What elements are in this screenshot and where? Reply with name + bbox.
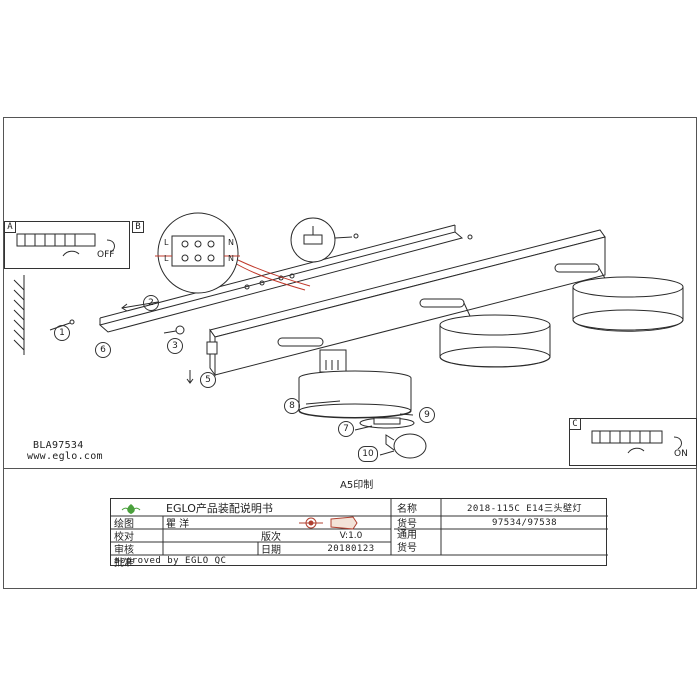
website: www.eglo.com xyxy=(27,451,103,462)
general-label: 通用货号 xyxy=(397,530,417,554)
step-3: 3 xyxy=(167,338,183,354)
step-1-number: 1 xyxy=(59,328,65,338)
callout-a: A xyxy=(4,221,16,233)
lamp-head-3 xyxy=(554,263,684,332)
step-10: 10 xyxy=(358,446,378,462)
print-size-label: A5印制 xyxy=(340,480,374,491)
name-value: 2018-115C E14三头壁灯 xyxy=(467,504,582,514)
title-block: EGLO产品装配说明书 绘图 瞿 洋 校对 审核 批准 版次 V:1.0 日期 … xyxy=(110,498,608,569)
step-3-number: 3 xyxy=(172,341,178,351)
detail-box-off: OFF xyxy=(4,221,130,269)
title-block-grid xyxy=(111,499,608,556)
drawing-sheet xyxy=(3,117,697,589)
terminal-label-n-bottom: N xyxy=(228,254,234,263)
step-2: 2 xyxy=(143,295,159,311)
step-7-number: 7 xyxy=(343,424,349,434)
switch-on-label: ON xyxy=(674,449,688,459)
callout-c: C xyxy=(569,418,581,430)
eglo-logo xyxy=(116,501,146,515)
wall-plug-callout xyxy=(290,217,353,263)
terminal-block-callout xyxy=(155,212,240,294)
terminal-label-l-top: L xyxy=(164,238,169,247)
lamp-head-1 xyxy=(277,337,412,419)
lampholder-ring xyxy=(359,417,415,429)
mounting-bracket xyxy=(98,224,464,333)
step-9-number: 9 xyxy=(424,410,430,420)
step-6-number: 6 xyxy=(100,345,106,355)
row-value-drawing: 瞿 洋 xyxy=(166,519,190,530)
terminal-label-n-top: N xyxy=(228,238,234,247)
row-label-drawing: 绘图 xyxy=(114,519,134,530)
light-bulb xyxy=(385,433,427,459)
detail-box-on: ON xyxy=(569,418,697,466)
eglo-logo-icon xyxy=(121,504,141,514)
step-8-number: 8 xyxy=(289,401,295,411)
row-label-review: 审核 xyxy=(114,545,134,556)
step-2-number: 2 xyxy=(148,298,154,308)
name-label: 名称 xyxy=(397,504,417,515)
row-label-check: 校对 xyxy=(114,532,134,543)
wires xyxy=(232,259,311,291)
item-value: 97534/97538 xyxy=(491,517,558,528)
wall-hatching xyxy=(13,275,25,355)
item-label: 货号 xyxy=(397,519,417,530)
switch-on-illustration xyxy=(591,430,682,454)
brand-title: EGLO产品装配说明书 xyxy=(166,501,273,515)
step-5: 5 xyxy=(200,372,216,388)
step-7: 7 xyxy=(338,421,354,437)
version-label: 版次 xyxy=(261,532,281,543)
step-1: 1 xyxy=(54,325,70,341)
step-arrows xyxy=(121,301,414,456)
row-label-approve: 批准 xyxy=(114,557,134,569)
version-value: V:1.0 xyxy=(339,530,363,541)
step-6: 6 xyxy=(95,342,111,358)
step-8: 8 xyxy=(284,398,300,414)
step-10-number: 10 xyxy=(362,449,374,459)
date-label: 日期 xyxy=(261,545,281,556)
model-code: BLA97534 xyxy=(33,440,84,451)
step-9: 9 xyxy=(419,407,435,423)
approved-by: approved by EGLO QC xyxy=(114,556,227,566)
terminal-label-l-bottom: L xyxy=(164,254,169,263)
step-5-number: 5 xyxy=(205,375,211,385)
date-value: 20180123 xyxy=(327,543,375,554)
switch-off-illustration xyxy=(16,233,115,257)
callout-b: B xyxy=(132,221,144,233)
drawing-divider xyxy=(3,468,697,469)
switch-off-label: OFF xyxy=(97,250,115,260)
lamp-head-2 xyxy=(419,298,551,368)
